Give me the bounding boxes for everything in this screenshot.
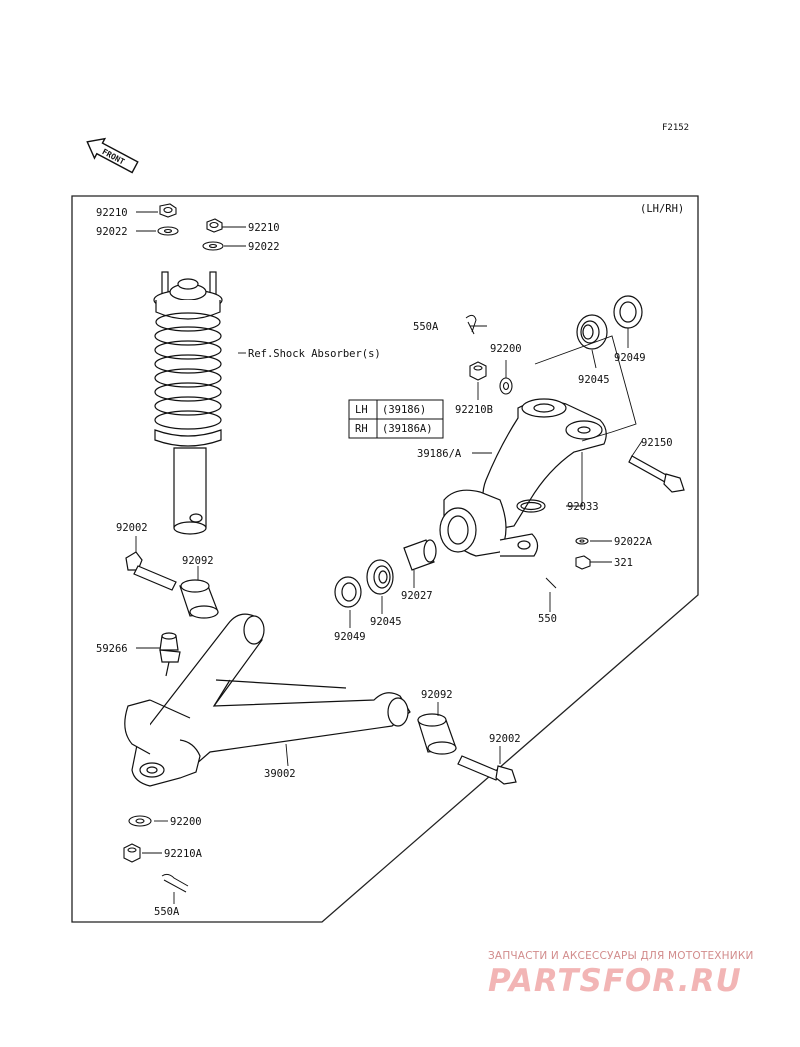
label-92045: 92045 (370, 616, 402, 628)
cotter-pin-icon (465, 314, 477, 335)
label-92210: 92210 (96, 207, 128, 219)
label-550A: 550A (413, 321, 439, 333)
label-321: 321 (614, 557, 633, 569)
label-92092: 92092 (421, 689, 453, 701)
castle-nut-icon (469, 361, 487, 381)
label-92210B: 92210B (455, 404, 493, 416)
label-92033: 92033 (567, 501, 599, 513)
front-arrow-icon: FRONT (86, 137, 139, 174)
figure-code: F2152 (662, 123, 689, 133)
side-rh: RH (355, 423, 368, 435)
bolt-icon (628, 455, 685, 493)
label-92022: 92022 (96, 226, 128, 238)
washer-icon (499, 377, 513, 395)
label-92027: 92027 (401, 590, 433, 602)
side-lh: LH (355, 404, 368, 416)
label-92002: 92002 (489, 733, 521, 745)
oil-seal-icon (613, 295, 643, 329)
label-92022A: 92022A (614, 536, 653, 548)
side-rh-part: (39186A) (382, 423, 433, 435)
castle-nut-icon (123, 843, 141, 863)
label-550A: 550A (154, 906, 180, 918)
label-92049: 92049 (334, 631, 366, 643)
label-92200: 92200 (170, 816, 202, 828)
cotter-pin-icon (161, 873, 189, 893)
bushing-icon (417, 713, 457, 755)
cotter-pin-icon (545, 577, 557, 589)
label-92092: 92092 (182, 555, 214, 567)
label-92210A: 92210A (164, 848, 203, 860)
label-92022: 92022 (248, 241, 280, 253)
diagram-frame (71, 195, 699, 923)
label-92210: 92210 (248, 222, 280, 234)
watermark-tagline: ЗАПЧАСТИ И АКСЕССУАРЫ ДЛЯ МОТОТЕХНИКИ (488, 950, 754, 962)
label-550: 550 (538, 613, 557, 625)
shock-absorber-illustration (153, 271, 223, 535)
side-table: LH (39186) RH (39186A) (348, 399, 444, 439)
bushing-icon (179, 579, 219, 619)
side-lh-part: (39186) (382, 404, 426, 416)
label-ref-shock: Ref.Shock Absorber(s) (248, 348, 381, 360)
label-39002: 39002 (264, 768, 296, 780)
label-59266: 59266 (96, 643, 128, 655)
nut-icon (206, 218, 223, 233)
variant-note: (LH/RH) (640, 203, 684, 215)
bearing-icon (576, 314, 608, 350)
bolt-icon (125, 551, 177, 591)
label-92045: 92045 (578, 374, 610, 386)
washer-icon (157, 226, 179, 236)
bolt-icon (457, 755, 517, 785)
leader-lines (136, 211, 643, 628)
label-92049: 92049 (614, 352, 646, 364)
washer-icon (128, 815, 152, 827)
ball-joint-icon (159, 632, 181, 677)
oil-seal-icon (334, 576, 362, 608)
label-92200: 92200 (490, 343, 522, 355)
leader-lines-lower (135, 536, 501, 904)
ring-icon (516, 499, 546, 513)
bearing-icon (366, 559, 394, 595)
label-92150: 92150 (641, 437, 673, 449)
washer-icon (575, 537, 589, 545)
knuckle-illustration (439, 398, 607, 557)
washer-icon (202, 241, 224, 251)
nut-icon (159, 203, 177, 218)
nut-icon (575, 555, 591, 570)
label-39186-A: 39186/A (417, 448, 462, 460)
watermark-logo: PARTSFOR.RU (488, 963, 742, 999)
collar-icon (403, 539, 437, 571)
label-92002: 92002 (116, 522, 148, 534)
a-arm-illustration (124, 613, 411, 787)
